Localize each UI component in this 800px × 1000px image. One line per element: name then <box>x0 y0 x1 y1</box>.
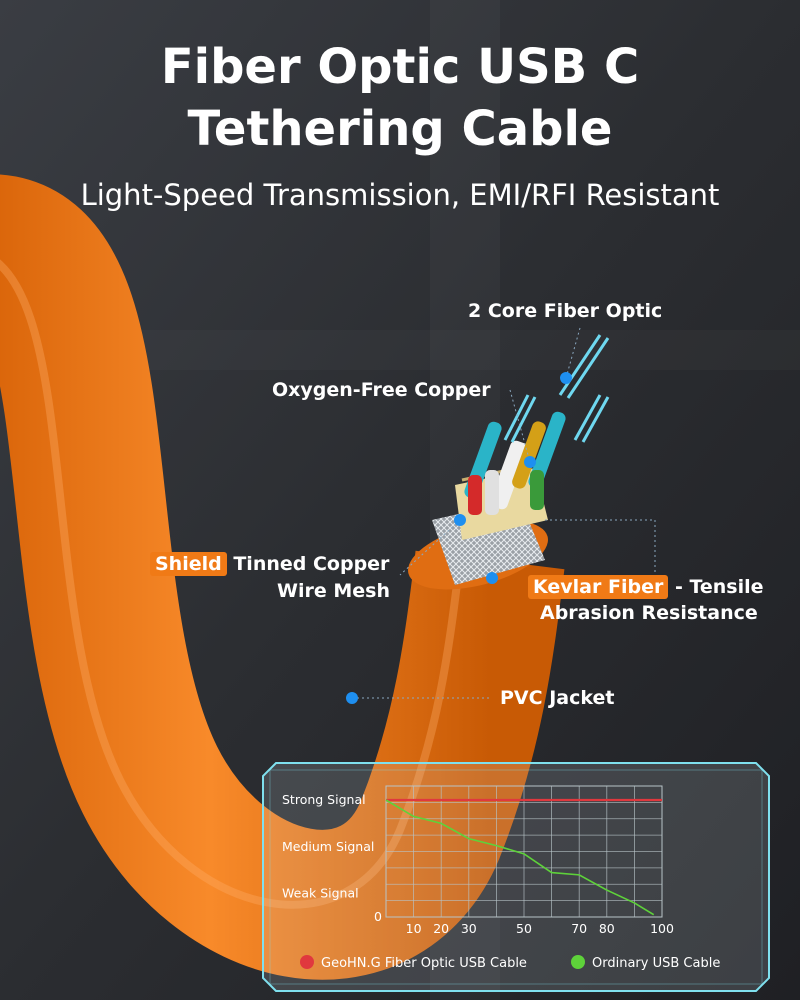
y-tick-label: Strong Signal <box>282 792 366 807</box>
legend-label-fiber: GeoHN.G Fiber Optic USB Cable <box>321 956 527 971</box>
callout-kevlar: Kevlar Fiber - Tensile <box>528 574 764 600</box>
page-subtitle: Light-Speed Transmission, EMI/RFI Resist… <box>80 178 720 212</box>
kevlar-tag: Kevlar Fiber <box>528 575 669 599</box>
y-tick-label: Weak Signal <box>282 886 359 901</box>
kevlar-line1: - Tensile <box>668 576 764 598</box>
x-tick-label: 20 <box>433 921 449 936</box>
kevlar-line2: Abrasion Resistance <box>540 602 758 624</box>
shield-tag: Shield <box>150 552 227 576</box>
x-tick-label: 30 <box>461 921 477 936</box>
callout-fiber: 2 Core Fiber Optic <box>468 300 663 322</box>
x-tick-label: 80 <box>599 921 615 936</box>
legend-marker-fiber <box>300 955 314 969</box>
usb-series-line <box>385 799 655 916</box>
legend-label-usb: Ordinary USB Cable <box>592 956 720 971</box>
legend-marker-usb <box>571 955 585 969</box>
shield-line1: Tinned Copper <box>226 553 390 575</box>
y-tick-label: Medium Signal <box>282 839 374 854</box>
shield-dot <box>454 514 466 526</box>
x-tick-label: 50 <box>516 921 532 936</box>
chart-panel-frame <box>262 762 770 992</box>
kevlar-dot <box>486 572 498 584</box>
fiber-dot <box>560 372 572 384</box>
x-tick-label: 10 <box>406 921 422 936</box>
callout-pvc: PVC Jacket <box>500 687 615 709</box>
shield-line2: Wire Mesh <box>277 580 390 602</box>
callout-shield: Shield Tinned Copper <box>150 551 389 577</box>
pvc-dot <box>346 692 358 704</box>
y-tick-label: 0 <box>374 909 382 924</box>
page-title-line2: Tethering Cable <box>187 101 613 157</box>
copper-dot <box>524 456 536 468</box>
page-title-line1: Fiber Optic USB C <box>160 39 640 95</box>
x-tick-label: 100 <box>650 921 674 936</box>
x-tick-label: 70 <box>571 921 587 936</box>
callout-copper: Oxygen-Free Copper <box>272 379 491 401</box>
